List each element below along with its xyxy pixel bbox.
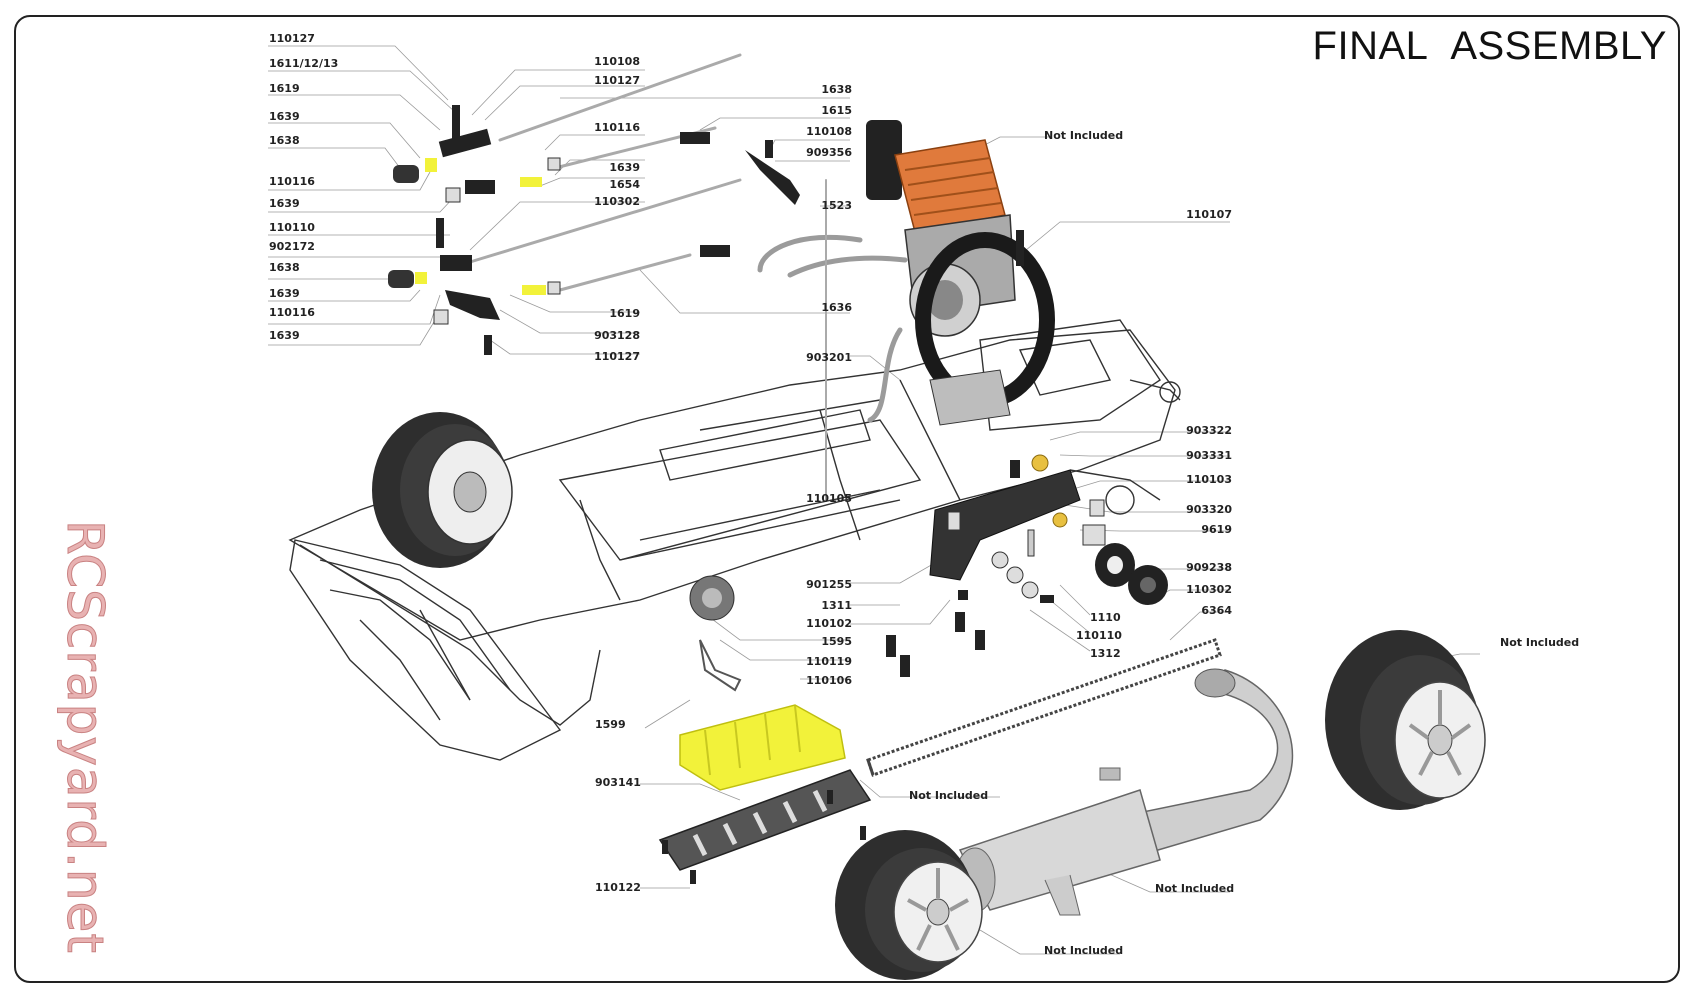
part-label: 110302 [1186, 583, 1232, 596]
part-label: 1639 [269, 110, 300, 123]
part-label: 1619 [609, 307, 640, 320]
part-label: 110102 [806, 617, 852, 630]
part-label: 1615 [821, 104, 852, 117]
not-included-label: Not Included [1044, 944, 1124, 957]
part-label: 110122 [595, 881, 641, 894]
part-label: 1639 [269, 329, 300, 342]
part-label: 1639 [269, 287, 300, 300]
part-label: 110116 [269, 306, 315, 319]
part-label: 110108 [594, 55, 640, 68]
part-label: 1611/12/13 [269, 57, 339, 70]
part-label: 903331 [1186, 449, 1232, 462]
part-label: 909356 [806, 146, 852, 159]
part-label: 6364 [1201, 604, 1232, 617]
part-label: 110110 [1076, 629, 1122, 642]
part-label: 9619 [1201, 523, 1232, 536]
rear-left-wheel [835, 830, 983, 980]
part-label: 1595 [821, 635, 852, 648]
part-label: 1639 [269, 197, 300, 210]
part-label: 110302 [594, 195, 640, 208]
part-label: 1312 [1090, 647, 1121, 660]
part-label: 903322 [1186, 424, 1232, 437]
part-label: 1110 [1090, 611, 1121, 624]
part-label: 1638 [269, 261, 300, 274]
part-label: 1523 [821, 199, 852, 212]
part-label: 1619 [269, 82, 300, 95]
part-label: 110127 [594, 350, 640, 363]
fuel-lines [757, 234, 908, 423]
not-included-label: Not Included [1155, 882, 1235, 895]
part-label: 903320 [1186, 503, 1232, 516]
part-label: 903128 [594, 329, 640, 342]
part-label: 110110 [269, 221, 315, 234]
front-bumper [289, 539, 562, 761]
part-label: 110105 [806, 492, 852, 505]
part-label: 110107 [1186, 208, 1232, 221]
part-label: 1636 [821, 301, 852, 314]
part-label: 901255 [806, 578, 852, 591]
part-label: 903201 [806, 351, 852, 364]
part-label: 110103 [1186, 473, 1232, 486]
part-label: 110119 [806, 655, 852, 668]
part-label: 1311 [821, 599, 852, 612]
part-label: 1599 [595, 718, 626, 731]
not-included-label: Not Included [909, 789, 989, 802]
foam-battery-pad [679, 704, 846, 791]
throttle-linkage-parts [388, 105, 1024, 355]
part-label: 1654 [609, 178, 640, 191]
not-included-label: Not Included [1500, 636, 1580, 649]
transmission-parts [689, 454, 1168, 692]
part-label: 1639 [609, 161, 640, 174]
page-title: FINAL ASSEMBLY [1312, 24, 1667, 68]
battery-plate [658, 769, 872, 884]
part-label: 110106 [806, 674, 852, 687]
part-label: 110127 [269, 32, 315, 45]
part-label: 1638 [269, 134, 300, 147]
part-label: 902172 [269, 240, 315, 253]
exhaust-pipe [954, 668, 1294, 916]
diagram-border [14, 15, 1680, 983]
not-included-label: Not Included [1044, 129, 1124, 142]
part-label: 110127 [594, 74, 640, 87]
part-label: 909238 [1186, 561, 1232, 574]
part-label: 903141 [595, 776, 641, 789]
front-left-wheel [372, 412, 513, 568]
part-label: 110116 [269, 175, 315, 188]
engine [866, 120, 1055, 426]
drive-belt [866, 638, 1222, 777]
part-label: 110116 [594, 121, 640, 134]
rear-right-wheel [1325, 630, 1486, 810]
part-label: 110108 [806, 125, 852, 138]
linkage-rods [468, 53, 827, 501]
part-label: 1638 [821, 83, 852, 96]
